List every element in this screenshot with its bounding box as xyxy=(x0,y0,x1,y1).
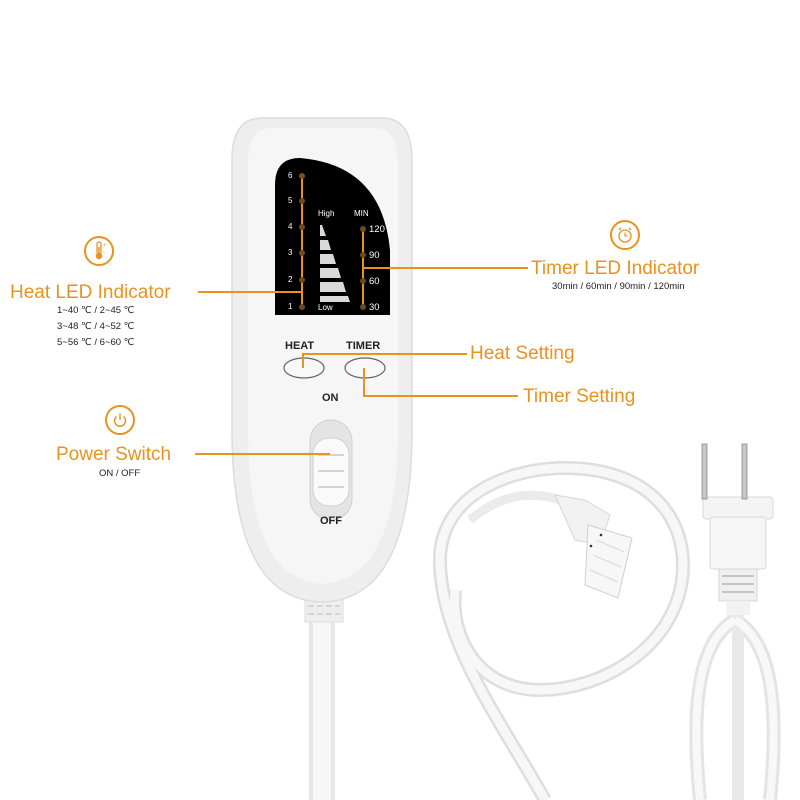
timer-value-30: 30 xyxy=(369,302,380,313)
switch-on-label: ON xyxy=(322,392,339,404)
power-switch-title: Power Switch xyxy=(56,444,172,465)
power-switch-leader-line xyxy=(195,453,330,455)
heat-led-2 xyxy=(299,277,305,283)
heat-led-temps-line-1: 1~40 ℃ / 2~45 ℃ xyxy=(57,305,135,316)
high-label: High xyxy=(318,209,335,218)
heat-button[interactable] xyxy=(284,358,324,378)
timer-led-30 xyxy=(360,304,366,310)
timer-led-90 xyxy=(360,252,366,258)
svg-text:+: + xyxy=(103,243,107,249)
switch-off-label: OFF xyxy=(320,515,342,527)
timer-value-90: 90 xyxy=(369,250,380,261)
timer-setting-leader-line xyxy=(363,395,518,397)
heat-button-label: HEAT xyxy=(285,340,315,352)
timer-setting-title: Timer Setting xyxy=(523,386,636,407)
timer-value-60: 60 xyxy=(369,276,380,287)
timer-led-120 xyxy=(360,226,366,232)
heat-setting-leader-vertical xyxy=(302,354,304,368)
wall-plug xyxy=(701,443,774,615)
thermometer-icon: + - xyxy=(84,236,114,266)
heat-setting-leader-line xyxy=(302,353,467,355)
timer-led-60 xyxy=(360,278,366,284)
heat-level-2: 2 xyxy=(288,275,293,284)
heat-led-indicator-title: Heat LED Indicator xyxy=(10,282,171,303)
heat-led-temps-line-2: 3~48 ℃ / 4~52 ℃ xyxy=(57,321,135,332)
timer-button-label: TIMER xyxy=(346,340,381,352)
heat-led-6 xyxy=(299,173,305,179)
heat-led-temps-line-3: 5~56 ℃ / 6~60 ℃ xyxy=(57,337,135,348)
power-icon xyxy=(105,405,135,435)
heat-led-1 xyxy=(299,304,305,310)
timer-setting-leader-vertical xyxy=(363,368,365,397)
svg-text:-: - xyxy=(103,250,105,256)
power-switch-subtitle: ON / OFF xyxy=(99,468,141,479)
low-label: Low xyxy=(318,303,333,312)
heat-level-6: 6 xyxy=(288,171,293,180)
alarm-clock-icon xyxy=(610,220,640,250)
heat-level-4: 4 xyxy=(288,222,293,231)
heat-led-4 xyxy=(299,224,305,230)
heat-level-1: 1 xyxy=(288,302,293,311)
heat-level-5: 5 xyxy=(288,196,293,205)
female-connector xyxy=(554,494,633,599)
timer-button[interactable] xyxy=(345,358,385,378)
heat-led-3 xyxy=(299,250,305,256)
power-switch-slider[interactable] xyxy=(313,438,349,506)
timer-value-120: 120 xyxy=(369,224,385,235)
heat-level-3: 3 xyxy=(288,248,293,257)
timer-led-indicator-title: Timer LED Indicator xyxy=(531,258,700,279)
timer-led-leader-line xyxy=(363,267,528,269)
timer-min-header: MIN xyxy=(354,209,369,218)
heat-led-5 xyxy=(299,198,305,204)
heat-led-leader-line xyxy=(198,291,302,293)
heat-setting-title: Heat Setting xyxy=(470,343,575,364)
timer-led-subtitle: 30min / 60min / 90min / 120min xyxy=(552,281,685,292)
